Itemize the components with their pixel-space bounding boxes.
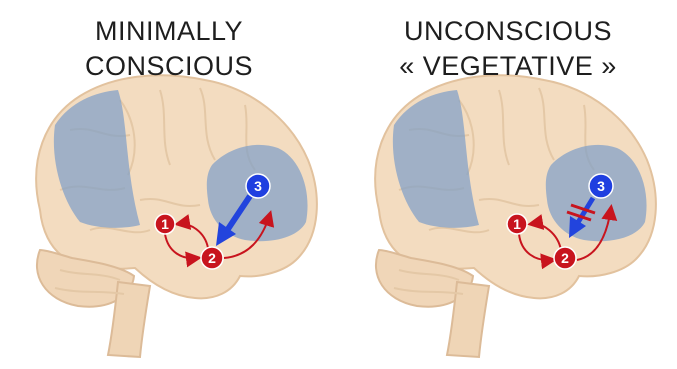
svg-text:3: 3	[597, 178, 605, 194]
title-line-2: CONSCIOUS	[0, 49, 338, 84]
node-2: 2	[201, 247, 223, 269]
svg-text:1: 1	[513, 216, 521, 232]
svg-text:2: 2	[208, 250, 216, 266]
node-1: 1	[507, 214, 527, 234]
svg-text:2: 2	[561, 250, 569, 266]
svg-text:3: 3	[254, 178, 262, 194]
title-line-1: UNCONSCIOUS	[339, 14, 677, 49]
panel-title: MINIMALLY CONSCIOUS	[0, 14, 338, 84]
title-line-2: « VEGETATIVE »	[339, 49, 677, 84]
node-3: 3	[246, 174, 270, 198]
panel-title: UNCONSCIOUS « VEGETATIVE »	[339, 14, 677, 84]
node-2: 2	[554, 247, 576, 269]
svg-text:1: 1	[161, 216, 169, 232]
panel-minimally-conscious: 1 2 3 MINIMALLY CONSCIOUS	[0, 0, 338, 369]
node-1: 1	[155, 214, 175, 234]
title-line-1: MINIMALLY	[0, 14, 338, 49]
node-3: 3	[589, 174, 613, 198]
panel-unconscious-vegetative: 1 2 3 UNCONSCIOUS « VEGETATIVE »	[339, 0, 677, 369]
